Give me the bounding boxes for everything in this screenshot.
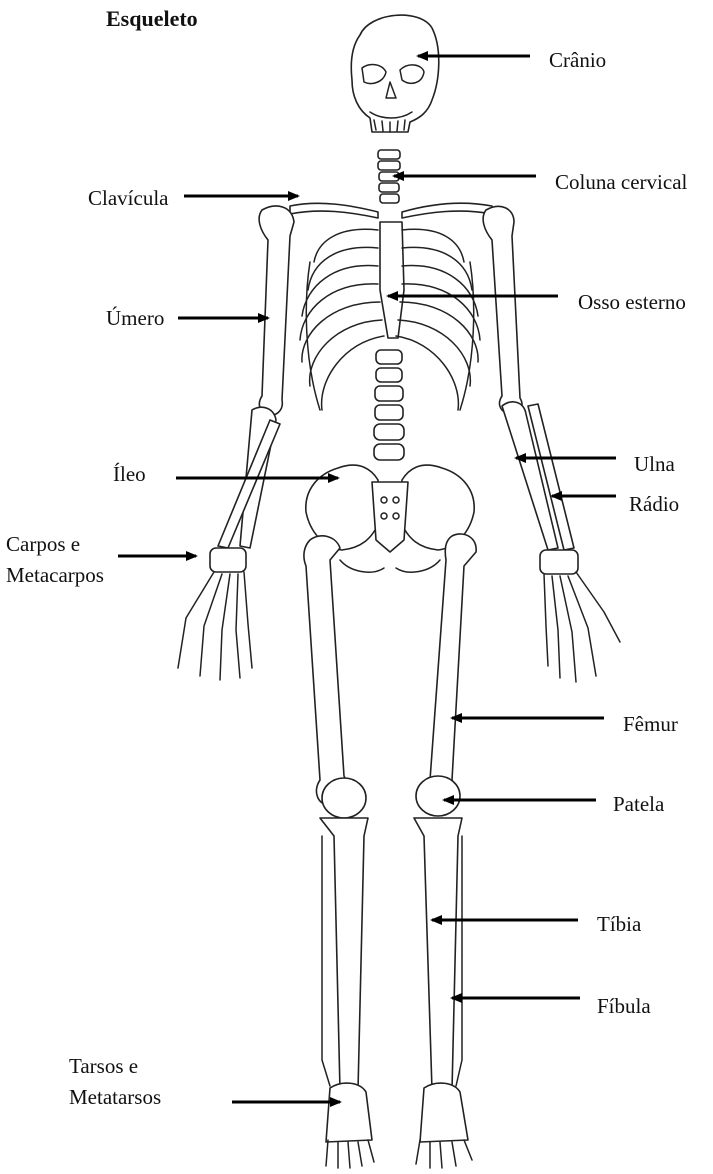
label-carpos-line2: Metacarpos bbox=[6, 563, 104, 587]
label-clavicula: Clavícula bbox=[88, 186, 168, 210]
label-ileo: Íleo bbox=[113, 462, 146, 486]
lumbar-spine bbox=[374, 350, 404, 460]
label-tarsos-line2: Metatarsos bbox=[69, 1085, 161, 1109]
label-coluna-cervical: Coluna cervical bbox=[555, 170, 687, 194]
left-leg bbox=[304, 536, 368, 1090]
label-femur: Fêmur bbox=[623, 712, 678, 736]
label-carpos-line1: Carpos e bbox=[6, 532, 80, 556]
right-foot bbox=[416, 1083, 472, 1168]
label-umero: Úmero bbox=[106, 306, 164, 330]
right-hand bbox=[544, 572, 620, 682]
label-radio: Rádio bbox=[629, 492, 679, 516]
label-ulna: Ulna bbox=[634, 452, 675, 476]
skull bbox=[351, 15, 438, 132]
right-arm bbox=[483, 206, 578, 574]
label-fibula: Fíbula bbox=[597, 994, 651, 1018]
label-tibia: Tíbia bbox=[597, 912, 641, 936]
left-arm bbox=[210, 206, 294, 572]
clavicles bbox=[290, 203, 492, 218]
left-hand bbox=[178, 572, 252, 680]
label-patela: Patela bbox=[613, 792, 664, 816]
label-tarsos-line1: Tarsos e bbox=[69, 1054, 138, 1078]
label-osso-esterno: Osso esterno bbox=[578, 290, 686, 314]
label-cranio: Crânio bbox=[549, 48, 606, 72]
left-foot bbox=[326, 1083, 374, 1168]
right-leg bbox=[414, 534, 476, 1090]
